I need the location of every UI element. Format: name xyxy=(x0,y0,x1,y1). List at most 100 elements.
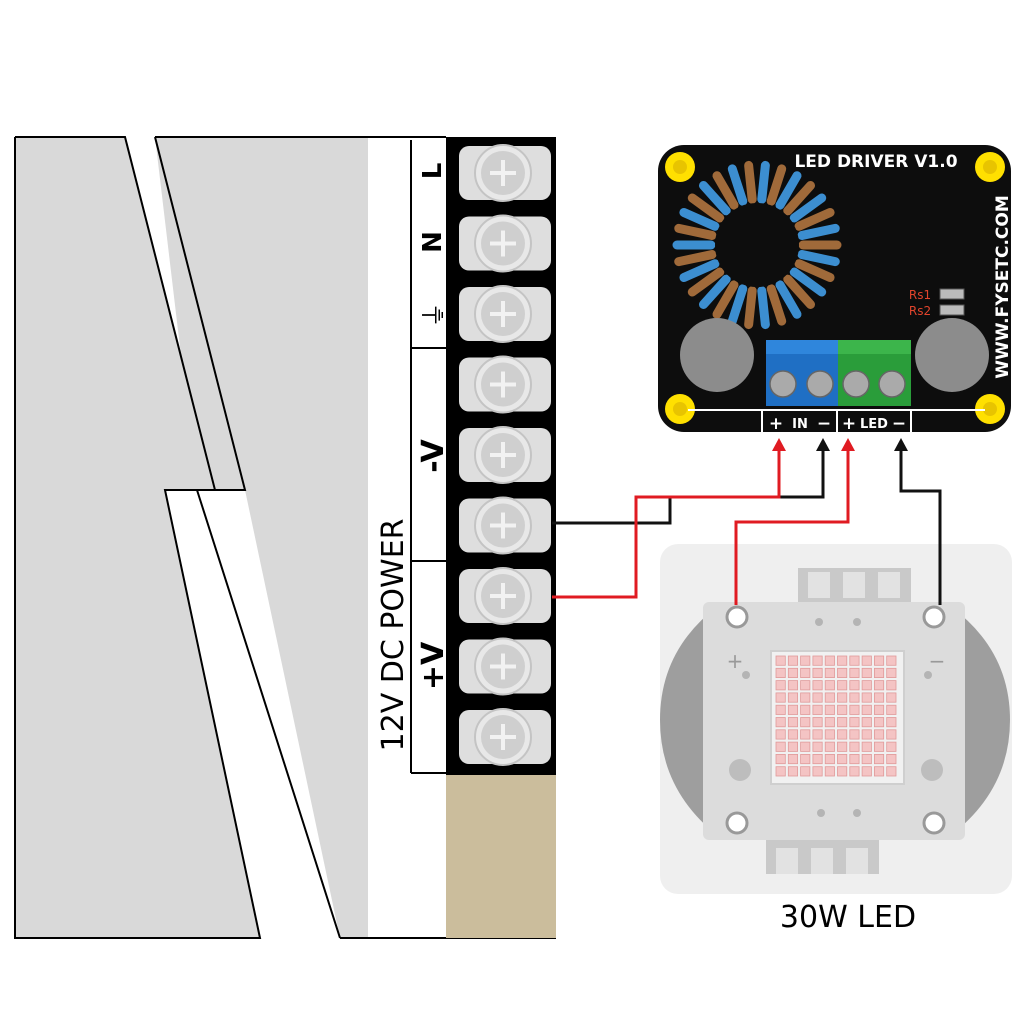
led-chip-cell xyxy=(874,655,885,666)
led-chip-cell xyxy=(824,704,835,715)
wires xyxy=(552,438,942,605)
led-chip-cell xyxy=(837,655,848,666)
led-chip-cell xyxy=(837,680,848,691)
led-chip-cell xyxy=(812,729,823,740)
toroid-winding xyxy=(789,267,827,297)
led-chip-cell xyxy=(849,766,860,777)
toroid-winding xyxy=(794,207,835,231)
in-label: IN xyxy=(792,417,808,432)
led-chip-cell xyxy=(837,704,848,715)
led-chip-cell xyxy=(861,717,872,728)
led-minus-mark: − xyxy=(929,649,946,673)
led-chip-cell xyxy=(849,692,860,703)
led-chip-cell xyxy=(787,655,798,666)
led-chip-cell xyxy=(874,729,885,740)
terminal-screw xyxy=(459,567,551,625)
led-chip-cell xyxy=(787,766,798,777)
led-chip-cell xyxy=(886,717,897,728)
led-chip-cell xyxy=(849,741,860,752)
led-chip-cell xyxy=(849,729,860,740)
led-chip-cell xyxy=(800,766,811,777)
led-chip-cell xyxy=(787,729,798,740)
driver-title: LED DRIVER V1.0 xyxy=(794,152,957,172)
led-chip-cell xyxy=(812,766,823,777)
led-chip-cell xyxy=(800,717,811,728)
led-plus-mark: + xyxy=(727,649,744,673)
toroid-winding xyxy=(674,250,717,267)
led-chip-cell xyxy=(837,766,848,777)
led-chip-cell xyxy=(861,655,872,666)
toroid-winding xyxy=(674,223,717,240)
wire-positive-in xyxy=(552,447,781,599)
led-chip-cell xyxy=(886,704,897,715)
terminal-screw xyxy=(459,214,551,273)
toroid-winding xyxy=(794,259,835,283)
led-chip-cell xyxy=(775,717,786,728)
toroid-winding xyxy=(783,274,816,309)
led-plus-label: + xyxy=(842,414,856,434)
led-chip-cell xyxy=(837,692,848,703)
in-terminal-block xyxy=(766,340,838,406)
toroid-winding xyxy=(789,193,827,223)
toroid-inductor xyxy=(672,160,842,330)
led-chip-cell xyxy=(824,754,835,765)
led-chip-cell xyxy=(812,680,823,691)
led-chip-cell xyxy=(886,729,897,740)
led-chip-cell xyxy=(861,754,872,765)
led-chip-cell xyxy=(861,729,872,740)
toroid-winding xyxy=(687,193,725,223)
toroid-winding xyxy=(679,207,720,231)
led-chip-cell xyxy=(775,667,786,678)
led-chip-cell xyxy=(861,667,872,678)
led-chip-cell xyxy=(874,766,885,777)
toroid-winding xyxy=(797,223,840,240)
led-chip-cell xyxy=(874,692,885,703)
led-chip-cell xyxy=(775,766,786,777)
power-supply: 12V DC POWER L N ⏚ -V +V xyxy=(14,136,556,939)
led-chip-cell xyxy=(812,655,823,666)
terminal-screw xyxy=(459,496,551,555)
led-chip-cell xyxy=(861,680,872,691)
terminal-label-n: N xyxy=(418,231,448,253)
led-chip-cell xyxy=(861,692,872,703)
led-driver-board: LED DRIVER V1.0 WWW.FYSETC.COM Rs1 Rs2 +… xyxy=(658,145,1013,434)
led-chip-cell xyxy=(886,667,897,678)
power-supply-title: 12V DC POWER xyxy=(376,519,411,752)
led-chip-cell xyxy=(824,680,835,691)
capacitor-right xyxy=(915,318,989,392)
led-chip-cell xyxy=(812,754,823,765)
toroid-winding xyxy=(744,160,757,204)
toroid-winding xyxy=(712,171,739,210)
led-chip-cell xyxy=(775,655,786,666)
led-chip-cell xyxy=(787,717,798,728)
led-chip-cell xyxy=(824,741,835,752)
toroid-winding xyxy=(679,259,720,283)
led-chip-cell xyxy=(886,655,897,666)
led-chip-cell xyxy=(787,667,798,678)
led-chip-cell xyxy=(800,704,811,715)
led-chip-cell xyxy=(787,741,798,752)
led-chip-cell xyxy=(800,692,811,703)
led-chip-cell xyxy=(787,680,798,691)
led-chip-cell xyxy=(837,741,848,752)
led-chip-cell xyxy=(800,655,811,666)
led-chip-cell xyxy=(812,667,823,678)
in-plus-label: + xyxy=(769,414,783,434)
led-chip-cell xyxy=(886,680,897,691)
toroid-winding xyxy=(775,171,802,210)
led-chip-cell xyxy=(849,754,860,765)
led-chip-cell xyxy=(837,717,848,728)
led-chip-cell xyxy=(861,704,872,715)
toroid-winding xyxy=(757,160,770,204)
terminal-label-ground: ⏚ xyxy=(420,302,450,328)
toroid-winding xyxy=(797,250,840,267)
wire-negative-led xyxy=(899,447,942,605)
led-chip-cell xyxy=(787,704,798,715)
led-module: + − xyxy=(660,544,1012,894)
led-chip-cell xyxy=(812,704,823,715)
led-chip-cell xyxy=(775,680,786,691)
led-chip-cell xyxy=(849,680,860,691)
terminal-screw xyxy=(459,708,551,766)
